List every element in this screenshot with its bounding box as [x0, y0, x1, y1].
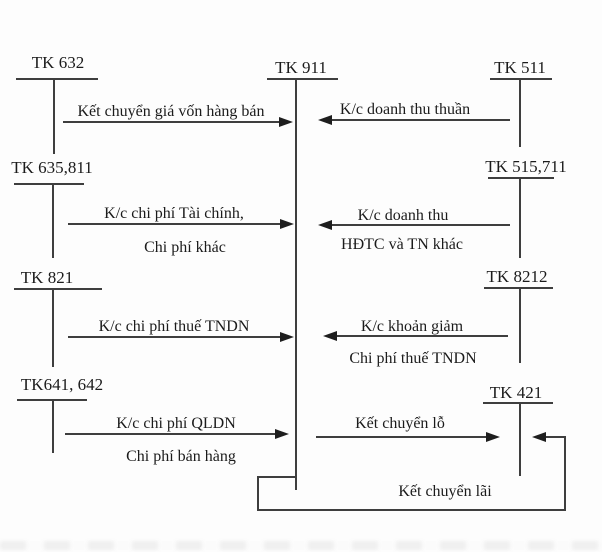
- arrowhead-right-icon: [280, 332, 294, 342]
- arrowhead-right-icon: [275, 429, 289, 439]
- account-label: TK 911: [275, 58, 327, 77]
- t-account-stem: [52, 399, 54, 453]
- flow-label-line2: Chi phí khác: [144, 239, 226, 256]
- flow-label-line2: Chi phí bán hàng: [126, 448, 236, 465]
- flow-label: Kết chuyển giá vốn hàng bán: [77, 103, 265, 120]
- flow-label: Kết chuyển lãi: [398, 483, 492, 500]
- arrowhead-left-icon: [323, 331, 337, 341]
- arrow-line: [332, 119, 510, 121]
- arrow-line: [316, 436, 486, 438]
- t-account-underline: [490, 78, 552, 80]
- account-label: TK641, 642: [20, 375, 104, 394]
- arrow-line: [68, 223, 280, 225]
- loop-line-bottom: [257, 509, 566, 511]
- t-account-stem: [519, 78, 521, 147]
- account-label: TK 515,711: [485, 157, 567, 176]
- flow-label-line2: HĐTC và TN khác: [341, 236, 463, 253]
- flow-label: K/c chi phí QLDN: [116, 415, 236, 432]
- loop-line-top: [257, 476, 297, 478]
- t-account-underline: [483, 402, 553, 404]
- t-account-stem: [519, 177, 521, 258]
- arrowhead-left-icon: [318, 220, 332, 230]
- t-account-stem: [519, 402, 521, 476]
- account-label: TK 511: [494, 58, 546, 77]
- t-account-underline: [484, 287, 553, 289]
- flow-label: K/c khoản giảm: [360, 318, 464, 335]
- t-account-stem: [519, 287, 521, 363]
- t-account-underline: [14, 183, 84, 185]
- arrow-line: [337, 335, 508, 337]
- t-account-underline: [14, 288, 102, 290]
- flow-label: K/c doanh thu: [357, 207, 449, 224]
- t-account-stem: [53, 78, 55, 154]
- scan-artifact-band: [0, 541, 602, 550]
- flow-label-line2: Chi phí thuế TNDN: [349, 350, 477, 367]
- arrow-line: [332, 224, 510, 226]
- account-label: TK 8212: [486, 267, 548, 286]
- t-account-stem: [295, 78, 297, 490]
- loop-line-right: [564, 436, 566, 511]
- arrow-line: [63, 121, 279, 123]
- flow-label: Kết chuyển lỗ: [355, 415, 445, 432]
- loop-line-left: [257, 476, 259, 511]
- arrowhead-left-icon: [532, 432, 546, 442]
- account-label: TK 632: [31, 53, 85, 72]
- arrow-line: [545, 436, 566, 438]
- flow-label: K/c chi phí thuế TNDN: [98, 318, 250, 335]
- arrow-line: [65, 433, 275, 435]
- account-label: TK 821: [20, 268, 74, 287]
- arrowhead-right-icon: [279, 117, 293, 127]
- flow-label: K/c chi phí Tài chính,: [104, 205, 244, 222]
- arrowhead-left-icon: [318, 115, 332, 125]
- t-account-stem: [52, 183, 54, 258]
- arrowhead-right-icon: [280, 219, 294, 229]
- account-label: TK 635,811: [11, 158, 93, 177]
- arrowhead-right-icon: [486, 432, 500, 442]
- flow-label: K/c doanh thu thuần: [339, 101, 471, 118]
- t-account-underline: [16, 78, 98, 80]
- t-account-underline: [488, 177, 554, 179]
- t-account-underline: [267, 78, 338, 80]
- arrow-line: [68, 336, 280, 338]
- account-label: TK 421: [489, 383, 543, 402]
- t-account-stem: [52, 288, 54, 367]
